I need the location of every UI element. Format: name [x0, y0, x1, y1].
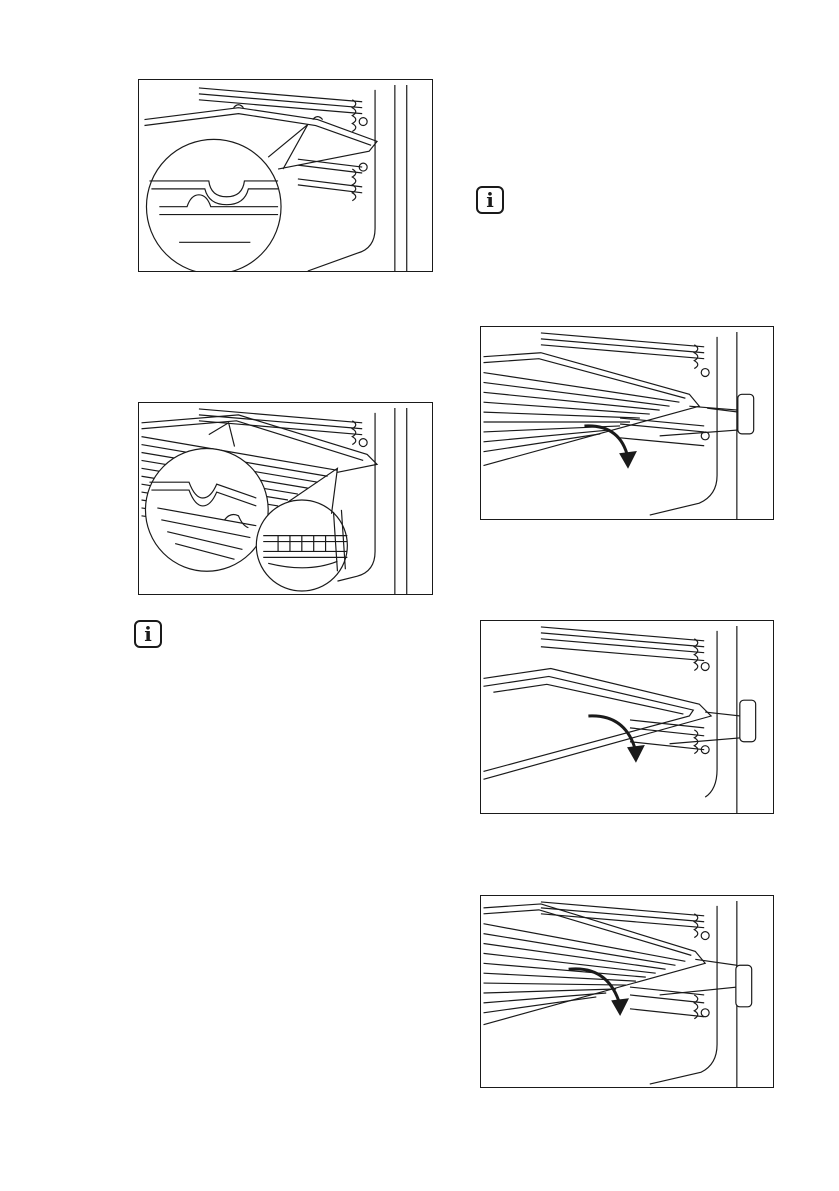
illustration-baking-tray-telescopic [480, 620, 774, 814]
info-icon-glyph: i [144, 624, 152, 644]
oven-rack-drawing [481, 896, 773, 1087]
oven-rack-drawing [139, 80, 432, 271]
oven-tray-drawing [481, 621, 773, 813]
illustration-wire-shelf-tray-telescopic [480, 895, 774, 1088]
info-icon-glyph: i [486, 190, 494, 210]
illustration-wire-shelf-telescopic [480, 326, 774, 520]
illustration-wire-shelf-detail [138, 402, 433, 595]
info-icon: i [476, 186, 504, 214]
illustration-rack-notch-detail [138, 79, 433, 272]
oven-rack-drawing [139, 403, 432, 594]
oven-rack-drawing [481, 327, 773, 519]
info-icon: i [134, 620, 162, 648]
